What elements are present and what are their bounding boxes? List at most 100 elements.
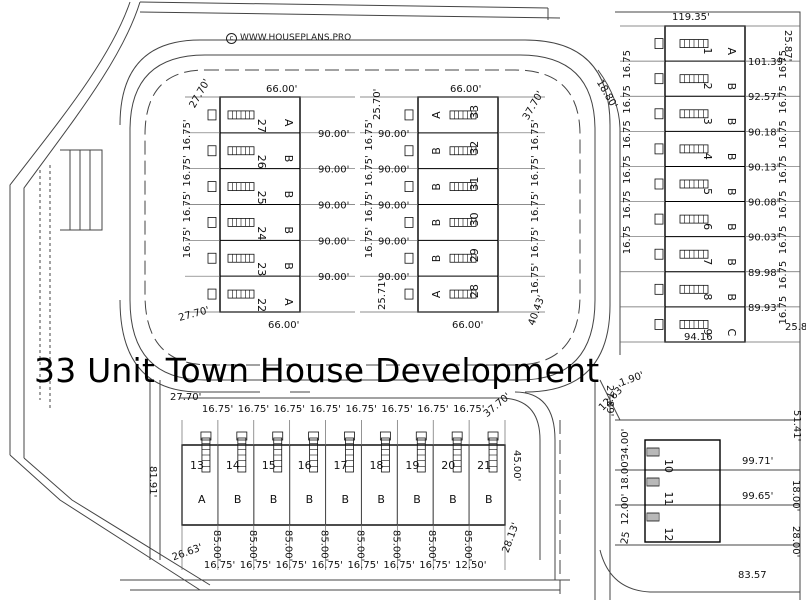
unit-type: B xyxy=(282,191,295,199)
porch xyxy=(654,108,664,120)
s-right-side: 45.00' xyxy=(511,450,522,481)
stair-icon xyxy=(646,512,660,522)
lot-width-left: 16.75 xyxy=(622,85,633,114)
stair-icon xyxy=(679,144,709,154)
unit-number: 25 xyxy=(255,191,268,205)
unit-type: A xyxy=(282,119,295,127)
lot-width-right: 16.75' xyxy=(530,155,541,186)
stair-icon xyxy=(227,253,255,263)
unit-number: 3 xyxy=(701,118,714,125)
stair-icon xyxy=(273,437,283,473)
porch xyxy=(415,431,427,441)
stair-icon xyxy=(227,218,255,227)
stair-icon xyxy=(449,182,477,191)
lot-width-left: 16.75 xyxy=(622,226,633,255)
lot-width-left: 16.75' xyxy=(364,227,375,258)
lot-width-left: 18.00' xyxy=(620,459,631,490)
porch xyxy=(200,431,212,441)
unit-type: B xyxy=(430,255,443,263)
porch xyxy=(654,213,664,225)
tr-left-top: 25.70' xyxy=(372,89,383,120)
top-right-block: 33A32B31B30B29B28A90.00'90.00'90.00'90.0… xyxy=(360,96,545,313)
lot-depth: 90.00' xyxy=(378,129,409,140)
lot-width-left: 12.00' xyxy=(620,494,631,525)
stair-icon xyxy=(449,110,477,120)
porch xyxy=(654,73,664,85)
unit-type: B xyxy=(725,83,738,91)
lot-depth: 85.00' xyxy=(354,530,365,561)
unit-number: 5 xyxy=(701,188,714,195)
unit-type: B xyxy=(282,262,295,270)
s-bottom-left: 26.63' xyxy=(171,542,204,563)
lot-width-right: 16.75' xyxy=(530,227,541,258)
lot-width-bottom: 16.75' xyxy=(240,560,271,571)
porch xyxy=(404,252,414,264)
lot-width-left: 16.75 xyxy=(622,155,633,184)
unit-number: 10 xyxy=(662,459,675,473)
lot-width-left: 16.75 xyxy=(622,190,633,219)
lot-depth: 89.93' xyxy=(748,303,779,314)
lot-depth: 101.39' xyxy=(748,57,786,68)
unit-type: A xyxy=(430,111,443,119)
unit-number: 7 xyxy=(701,258,714,265)
se-right-mid: 18.00' xyxy=(790,480,801,511)
lot-width-left: 16.75' xyxy=(182,191,193,222)
unit-number: 1 xyxy=(701,48,714,55)
unit-number: 20 xyxy=(441,459,455,472)
unit-number: 18 xyxy=(369,459,383,472)
lot-width-left: 16.75' xyxy=(364,155,375,186)
se-right-bottom: 28.00' xyxy=(790,526,801,557)
lot-depth: 90.13' xyxy=(748,162,779,173)
stair-icon xyxy=(452,437,462,473)
stair-icon xyxy=(488,437,498,473)
stair-icon xyxy=(449,289,477,299)
unit-type: B xyxy=(377,493,385,506)
lot-width-bottom: 16.75' xyxy=(419,560,450,571)
unit-type: A xyxy=(725,48,738,56)
lot-width-top: 16.75' xyxy=(345,404,376,415)
lot-depth: 89.98' xyxy=(748,268,779,279)
stair-icon xyxy=(416,437,426,473)
lot-depth: 85.00' xyxy=(211,530,222,561)
unit-type: B xyxy=(430,147,443,155)
unit-type: B xyxy=(449,493,457,506)
lot-depth: 90.08' xyxy=(748,198,779,209)
porch xyxy=(308,431,320,441)
stair-icon xyxy=(679,284,709,294)
lot-width-right: 16.75' xyxy=(530,191,541,222)
stair-icon xyxy=(309,437,319,473)
lot-width-bottom: 12.50' xyxy=(455,560,486,571)
lot-width-left: 16.75 xyxy=(622,120,633,149)
tl-corner-bottom: 27.70' xyxy=(177,305,210,324)
stair-icon xyxy=(449,253,477,263)
lot-depth: 90.00' xyxy=(378,272,409,283)
unit-number: 32 xyxy=(468,141,481,155)
lot-width-right: 16.75 xyxy=(778,155,789,184)
lot-width-top: 16.75' xyxy=(310,404,341,415)
stair-icon xyxy=(679,39,709,48)
lot-width-left: 16.75 xyxy=(622,50,633,79)
unit-type: B xyxy=(430,183,443,191)
se-bottom-corner: 25 xyxy=(619,531,632,545)
stair-icon xyxy=(679,109,709,119)
stair-icon xyxy=(380,437,390,473)
unit-number: 28 xyxy=(468,284,481,298)
lot-depth: 90.18' xyxy=(748,127,779,138)
porch xyxy=(379,431,391,441)
unit-type: B xyxy=(270,493,278,506)
lot-width-right: 16.75 xyxy=(778,261,789,290)
porch xyxy=(344,431,355,441)
porch xyxy=(207,288,217,300)
unit-type: B xyxy=(342,493,350,506)
s-bottom-right: 28.13' xyxy=(501,521,522,554)
unit-number: 22 xyxy=(255,298,268,312)
unit-type: B xyxy=(234,493,242,506)
tr-corner-bottom: 40.43' xyxy=(527,294,548,327)
lot-width-right: 16.75 xyxy=(778,226,789,255)
stair-icon xyxy=(201,437,211,473)
lot-depth: 90.00' xyxy=(318,272,349,283)
